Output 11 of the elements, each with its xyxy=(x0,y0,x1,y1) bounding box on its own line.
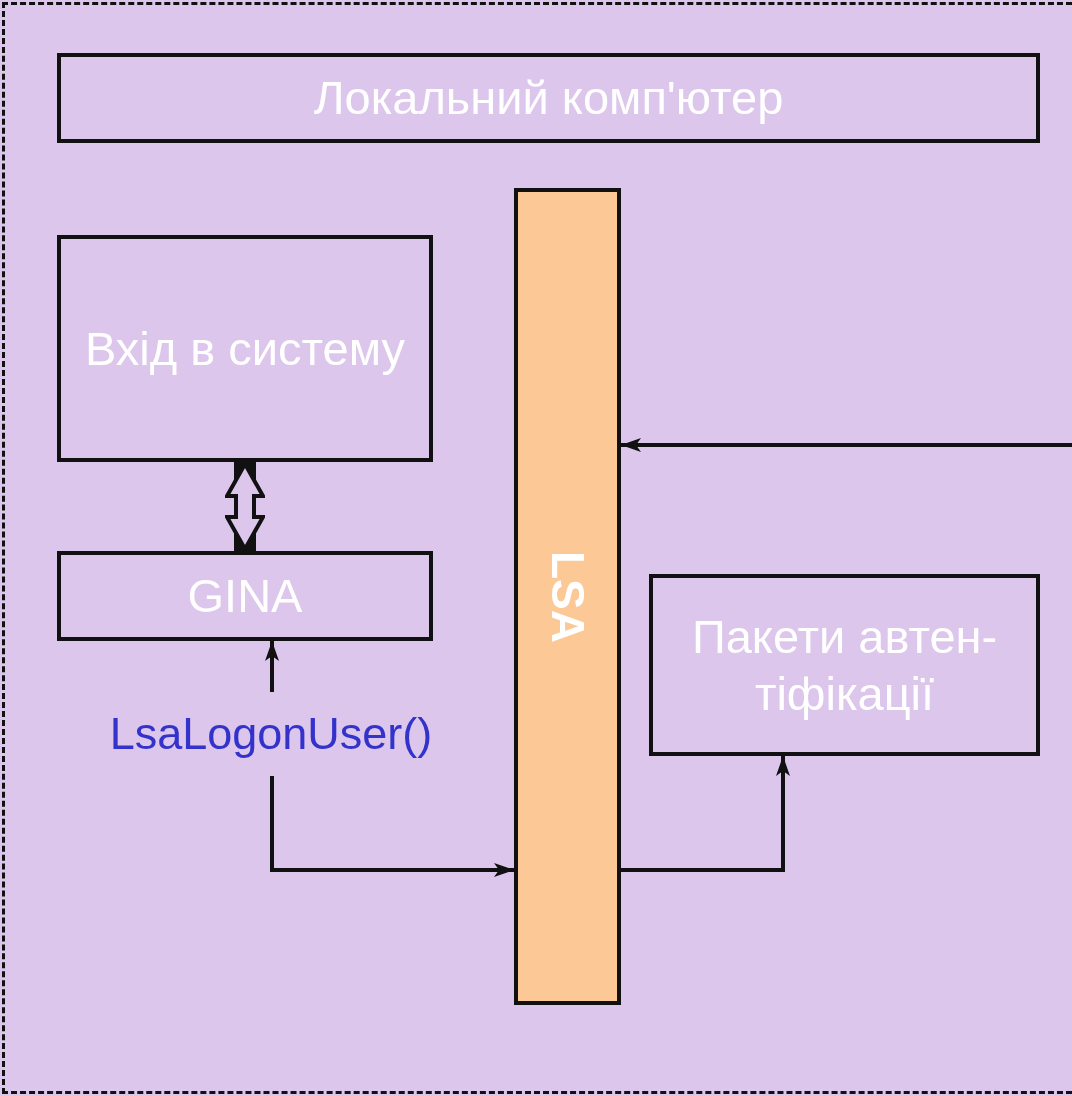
box-label: Пакети автен- тіфікації xyxy=(690,608,999,722)
box-label: Локальний комп'ютер xyxy=(312,70,785,127)
process-box xyxy=(57,53,1040,143)
box-label: Вхід в систему xyxy=(84,320,406,377)
vertical-bar xyxy=(514,188,621,1005)
box-label: GINA xyxy=(186,568,304,625)
process-box xyxy=(57,551,433,641)
process-box xyxy=(57,235,433,462)
function-name: LsaLogonUser() xyxy=(109,708,433,760)
process-box xyxy=(649,574,1040,756)
bar-label: LSA xyxy=(540,550,595,643)
